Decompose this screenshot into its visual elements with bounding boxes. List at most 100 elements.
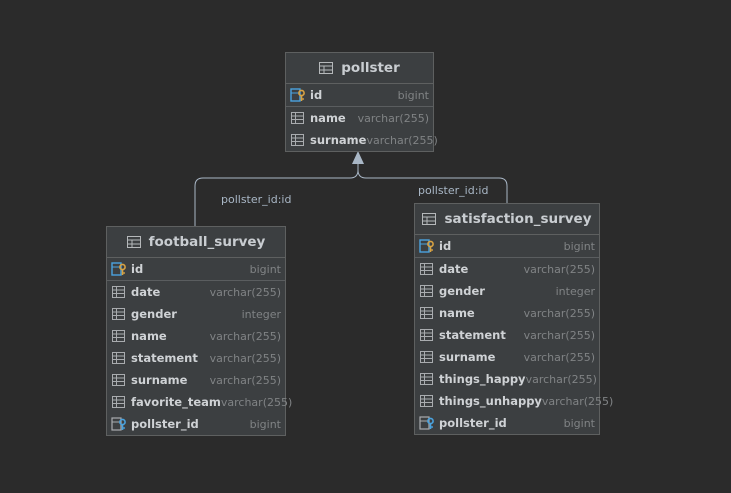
table-header: pollster	[286, 53, 433, 84]
column-list: id bigint date varchar(255) gender integer nam…	[415, 235, 613, 434]
column-type: bigint	[249, 417, 281, 431]
column-row[interactable]: name varchar(255)	[286, 106, 433, 129]
column-name: date	[131, 285, 161, 299]
column-type: varchar(255)	[523, 306, 595, 320]
column-icon	[419, 328, 435, 342]
column-name: things_happy	[439, 372, 526, 386]
column-name: id	[131, 262, 144, 276]
table-icon	[126, 236, 141, 248]
column-type: varchar(255)	[220, 395, 293, 409]
column-row[interactable]: gender integer	[107, 303, 285, 325]
column-name: name	[310, 111, 346, 125]
column-row[interactable]: pollster_id bigint	[107, 413, 285, 435]
table-header: satisfaction_survey	[415, 204, 599, 235]
column-name: surname	[439, 350, 496, 364]
column-row[interactable]: surname varchar(255)	[415, 346, 599, 368]
column-name: id	[310, 88, 323, 102]
column-name: id	[439, 239, 452, 253]
relation-label-football: pollster_id:id	[221, 193, 292, 206]
table-title: football_survey	[148, 234, 266, 250]
column-name: favorite_team	[131, 395, 221, 409]
column-type: bigint	[249, 262, 281, 276]
column-icon	[419, 262, 435, 276]
column-type: integer	[241, 307, 281, 321]
table-title: satisfaction_survey	[444, 211, 592, 227]
column-row[interactable]: date varchar(255)	[107, 280, 285, 303]
column-icon	[419, 350, 435, 364]
column-row[interactable]: id bigint	[286, 84, 433, 106]
column-icon	[419, 372, 435, 386]
column-type: varchar(255)	[209, 285, 281, 299]
column-row[interactable]: surname varchar(255)	[107, 369, 285, 391]
primary-key-icon	[111, 262, 127, 276]
column-type: varchar(255)	[523, 262, 595, 276]
column-list: id bigint date varchar(255) gender integer nam…	[107, 258, 292, 435]
foreign-key-icon	[419, 416, 435, 430]
column-name: surname	[310, 133, 367, 147]
column-type: bigint	[563, 416, 595, 430]
column-type: varchar(255)	[357, 111, 429, 125]
column-name: name	[131, 329, 167, 343]
primary-key-icon	[290, 88, 306, 102]
column-name: gender	[439, 284, 485, 298]
table-header: football_survey	[107, 227, 285, 258]
column-type: varchar(255)	[209, 373, 281, 387]
column-type: varchar(255)	[209, 351, 281, 365]
column-row[interactable]: statement varchar(255)	[107, 347, 285, 369]
column-icon	[111, 351, 127, 365]
column-name: surname	[131, 373, 188, 387]
column-icon	[111, 307, 127, 321]
relation-label-satisfaction: pollster_id:id	[418, 184, 489, 197]
column-type: varchar(255)	[366, 133, 438, 147]
column-name: statement	[131, 351, 198, 365]
column-row[interactable]: gender integer	[415, 280, 599, 302]
column-icon	[111, 373, 127, 387]
column-row[interactable]: name varchar(255)	[107, 325, 285, 347]
column-row[interactable]: name varchar(255)	[415, 302, 599, 324]
column-type: varchar(255)	[525, 372, 597, 386]
column-icon	[111, 285, 127, 299]
column-row[interactable]: pollster_id bigint	[415, 412, 599, 434]
column-row[interactable]: date varchar(255)	[415, 257, 599, 280]
column-type: integer	[555, 284, 595, 298]
column-row[interactable]: statement varchar(255)	[415, 324, 599, 346]
column-icon	[419, 306, 435, 320]
column-icon	[290, 133, 306, 147]
column-row[interactable]: id bigint	[107, 258, 285, 280]
primary-key-icon	[419, 239, 435, 253]
column-name: pollster_id	[131, 417, 199, 431]
column-name: gender	[131, 307, 177, 321]
column-icon	[111, 329, 127, 343]
column-name: things_unhappy	[439, 394, 542, 408]
column-type: varchar(255)	[523, 328, 595, 342]
column-row[interactable]: id bigint	[415, 235, 599, 257]
table-satisfaction-survey[interactable]: satisfaction_survey id bigint date varchar(…	[414, 203, 613, 435]
column-type: varchar(255)	[541, 394, 614, 408]
column-icon	[419, 394, 435, 408]
table-football-survey[interactable]: football_survey id bigint date varchar(255)…	[106, 226, 292, 436]
column-name: pollster_id	[439, 416, 507, 430]
column-name: statement	[439, 328, 506, 342]
column-type: bigint	[397, 88, 429, 102]
inheritance-arrow-icon	[352, 151, 364, 164]
table-icon	[422, 213, 437, 225]
foreign-key-icon	[111, 417, 127, 431]
column-type: varchar(255)	[523, 350, 595, 364]
table-icon	[319, 62, 334, 74]
column-icon	[111, 395, 127, 409]
connector-satisfaction-pollster	[357, 169, 508, 204]
connector-football-pollster	[194, 151, 359, 227]
column-type: varchar(255)	[209, 329, 281, 343]
column-type: bigint	[563, 239, 595, 253]
table-title: pollster	[341, 60, 400, 76]
column-name: name	[439, 306, 475, 320]
column-name: date	[439, 262, 469, 276]
column-icon	[419, 284, 435, 298]
column-icon	[290, 111, 306, 125]
